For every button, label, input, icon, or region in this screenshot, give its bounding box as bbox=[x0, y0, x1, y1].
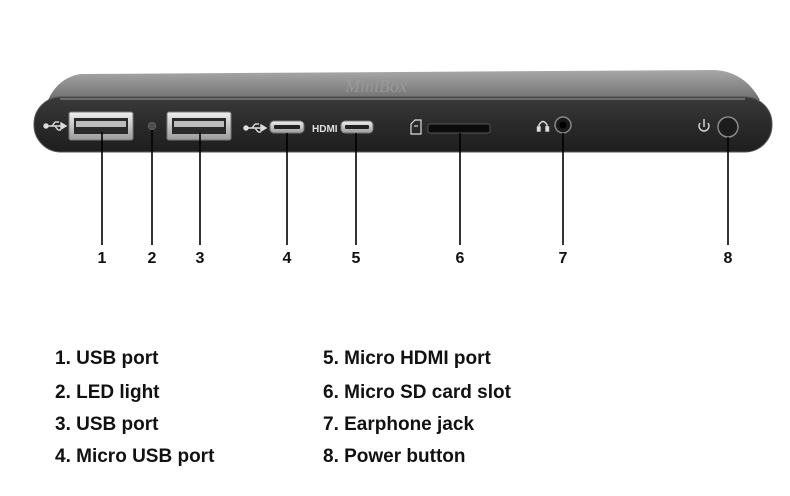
callout-number-1: 1 bbox=[97, 250, 107, 267]
power-button[interactable] bbox=[717, 116, 739, 138]
headphone-icon bbox=[536, 120, 550, 132]
legend-item-usb-port-1: 1. USB port bbox=[55, 348, 159, 369]
led-light bbox=[148, 122, 156, 130]
earphone-jack[interactable] bbox=[554, 116, 572, 134]
legend-item-micro-usb-port: 4. Micro USB port bbox=[55, 446, 215, 467]
callout-number-7: 7 bbox=[558, 250, 568, 267]
usb-port-1[interactable] bbox=[68, 111, 134, 141]
micro-usb-port[interactable] bbox=[269, 120, 305, 134]
usb-icon bbox=[243, 123, 268, 133]
sd-card-icon bbox=[410, 119, 422, 135]
callout-number-6: 6 bbox=[455, 250, 465, 267]
device-logo: MiniBox bbox=[344, 76, 407, 96]
legend-item-power-button: 8. Power button bbox=[323, 446, 466, 467]
legend-item-usb-port-3: 3. USB port bbox=[55, 414, 159, 435]
legend-item-micro-sd-card-slot: 6. Micro SD card slot bbox=[323, 382, 511, 403]
usb-icon bbox=[43, 121, 68, 131]
device-diagram: MiniBox HDMI bbox=[33, 70, 773, 245]
legend-item-earphone-jack: 7. Earphone jack bbox=[323, 414, 475, 435]
callout-number-4: 4 bbox=[282, 250, 292, 267]
device-front-face bbox=[33, 96, 773, 153]
callout-number-8: 8 bbox=[723, 250, 733, 267]
device-top-surface bbox=[48, 70, 760, 100]
hdmi-label: HDMI bbox=[312, 124, 338, 135]
leader-lines bbox=[101, 130, 729, 245]
micro-sd-card-slot[interactable] bbox=[427, 123, 491, 134]
usb-port-3[interactable] bbox=[166, 111, 232, 141]
callout-number-3: 3 bbox=[195, 250, 205, 267]
legend-item-micro-hdmi-port: 5. Micro HDMI port bbox=[323, 348, 491, 369]
callout-number-2: 2 bbox=[147, 250, 157, 267]
callout-number-5: 5 bbox=[351, 250, 361, 267]
power-icon bbox=[698, 119, 710, 132]
legend-item-led-light: 2. LED light bbox=[55, 382, 160, 403]
micro-hdmi-port[interactable] bbox=[340, 120, 374, 134]
